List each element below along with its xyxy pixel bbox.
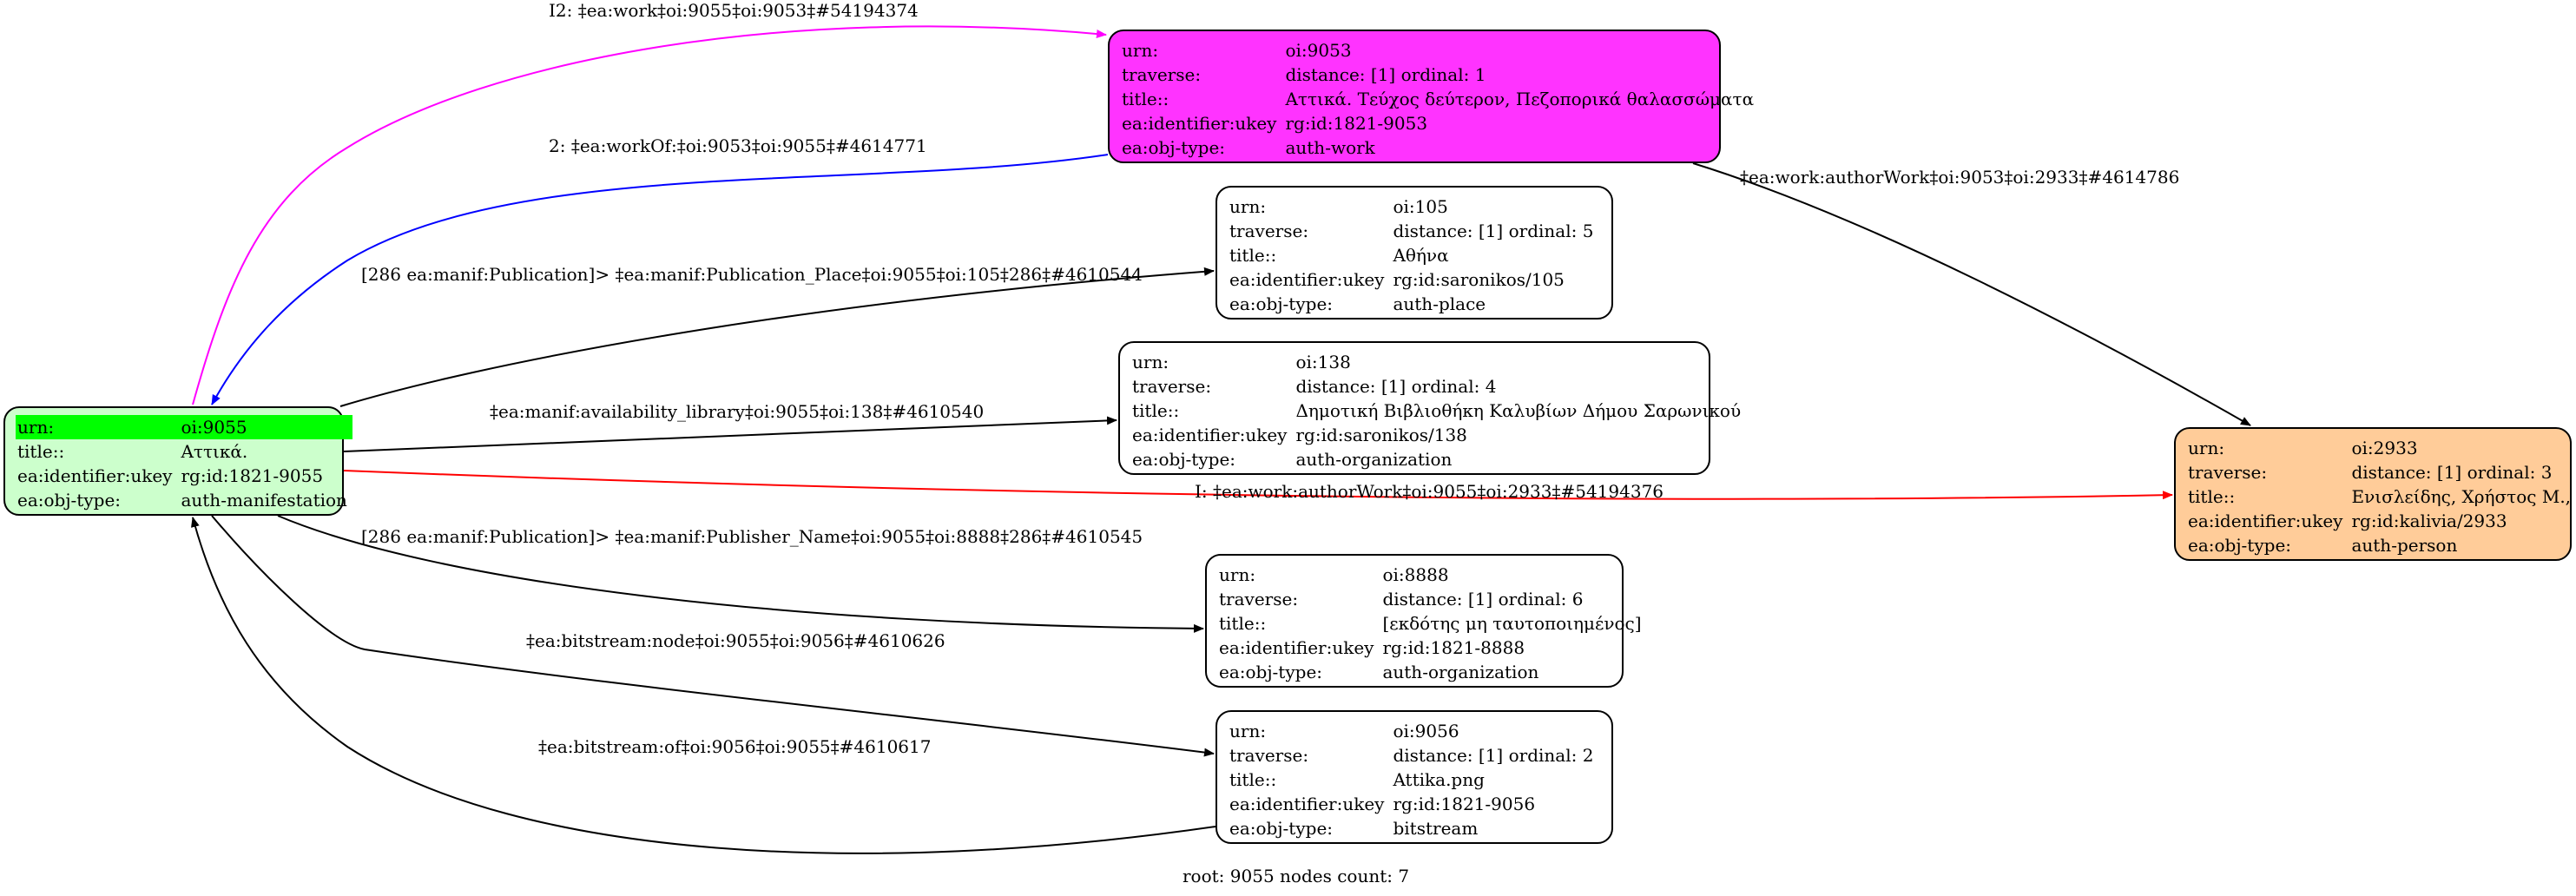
node-value: oi:9053	[1285, 40, 1352, 61]
node-library[interactable]: urn: oi:138 traverse: distance: [1] ordina…	[1118, 341, 1741, 475]
node-key: traverse:	[1122, 64, 1202, 85]
node-key: ea:obj-type:	[1229, 818, 1334, 839]
node-value: distance: [1] ordinal: 1	[1285, 64, 1486, 85]
node-value: Ενισλείδης, Χρήστος Μ.,	[2351, 486, 2572, 507]
node-value: Attika.png	[1393, 769, 1485, 790]
edge-label-bitstream-of: ‡ea:bitstream:of‡oi:9056‡oi:9055‡#461061…	[538, 736, 932, 757]
edge-work-of	[211, 154, 1109, 405]
node-publisher[interactable]: urn: oi:8888 traverse: distance: [1] ordin…	[1205, 554, 1642, 688]
node-place[interactable]: urn: oi:105 traverse: distance: [1] ordina…	[1216, 186, 1613, 320]
node-key: ea:identifier:ukey	[1219, 637, 1374, 658]
node-value: rg:id:kalivia/2933	[2351, 511, 2507, 531]
edge-label-author-work: ‡ea:work:authorWork‡oi:9053‡oi:2933‡#461…	[1740, 167, 2180, 188]
node-value: [εκδότης μη ταυτοποιημένος]	[1382, 613, 1642, 634]
node-value: distance: [1] ordinal: 3	[2351, 462, 2553, 483]
node-value: rg:id:1821-9055	[181, 465, 324, 486]
node-value: rg:id:saronikos/105	[1393, 269, 1565, 290]
node-key: ea:obj-type:	[1229, 293, 1334, 314]
node-key: urn:	[1122, 40, 1159, 61]
node-key: title::	[1132, 400, 1180, 421]
edge-bitstream-node	[211, 515, 1215, 757]
node-value: oi:2933	[2351, 438, 2418, 458]
node-key: traverse:	[1229, 745, 1309, 766]
node-key: urn:	[1229, 721, 1267, 741]
edge-label-work: I2: ‡ea:work‡oi:9055‡oi:9053‡#54194374	[549, 0, 919, 21]
edge-publisher	[277, 515, 1204, 633]
node-value: Αθήνα	[1393, 245, 1449, 266]
node-key: title::	[1229, 245, 1277, 266]
node-bitstream[interactable]: urn: oi:9056 traverse: distance: [1] ordin…	[1216, 710, 1613, 844]
node-key: title::	[2188, 486, 2236, 507]
node-key: ea:obj-type:	[1132, 449, 1236, 470]
node-key: ea:obj-type:	[1122, 137, 1226, 158]
node-key: traverse:	[1219, 589, 1299, 609]
node-value: oi:9055	[179, 415, 352, 439]
node-value: oi:9056	[1393, 721, 1459, 741]
node-key: ea:identifier:ukey	[1132, 425, 1288, 445]
edge-label-availability-library: ‡ea:manif:availability_library‡oi:9055‡o…	[490, 401, 985, 422]
node-key: ea:obj-type:	[1219, 662, 1323, 682]
node-key: ea:obj-type:	[2188, 535, 2292, 556]
node-key: urn:	[2188, 438, 2225, 458]
node-key: traverse:	[1229, 221, 1309, 241]
node-value: oi:138	[1295, 352, 1351, 372]
edge-label-bitstream-node: ‡ea:bitstream:node‡oi:9055‡oi:9056‡#4610…	[526, 630, 945, 651]
node-key: ea:identifier:ukey	[1229, 269, 1385, 290]
node-value: rg:id:saronikos/138	[1295, 425, 1467, 445]
node-key: urn:	[16, 415, 180, 439]
node-value: distance: [1] ordinal: 6	[1382, 589, 1584, 609]
node-key: traverse:	[1132, 376, 1212, 397]
node-value: Αττικά.	[181, 441, 248, 462]
edge-label-work-of: 2: ‡ea:workOf:‡oi:9053‡oi:9055‡#4614771	[549, 135, 927, 156]
edge-author-work	[1692, 162, 2251, 426]
node-value: rg:id:1821-8888	[1382, 637, 1525, 658]
node-value: distance: [1] ordinal: 5	[1393, 221, 1594, 241]
node-key: traverse:	[2188, 462, 2268, 483]
node-key: ea:obj-type:	[17, 490, 122, 511]
node-key: title::	[1229, 769, 1277, 790]
node-value: bitstream	[1393, 818, 1479, 839]
node-value: Δημοτική Βιβλιοθήκη Καλυβίων Δήμου Σαρων…	[1295, 400, 1742, 421]
node-value: auth-manifestation	[181, 490, 347, 511]
node-value: auth-organization	[1295, 449, 1453, 470]
node-key: ea:identifier:ukey	[17, 465, 173, 486]
node-key: title::	[1219, 613, 1267, 634]
node-value: rg:id:1821-9056	[1393, 794, 1536, 814]
edge-availability-library	[343, 416, 1117, 452]
node-value: Αττικά. Τεύχος δεύτερον, Πεζοπορικά θαλα…	[1285, 89, 1755, 109]
edge-publication-place	[339, 267, 1215, 407]
node-value: auth-work	[1285, 137, 1375, 158]
node-value: auth-place	[1393, 293, 1486, 314]
node-value: distance: [1] ordinal: 2	[1393, 745, 1594, 766]
node-key: urn:	[1229, 196, 1267, 217]
edge-bitstream-of	[191, 517, 1216, 854]
node-value: oi:8888	[1382, 564, 1449, 585]
node-key: title::	[1122, 89, 1169, 109]
node-value: rg:id:1821-9053	[1285, 113, 1428, 134]
node-root-manifestation[interactable]: urn:oi:9055 title::Αττικά. ea:identifier…	[3, 406, 352, 516]
graph-footer: root: 9055 nodes count: 7	[1183, 866, 1410, 886]
node-key: title::	[17, 441, 65, 462]
node-value: oi:105	[1393, 196, 1448, 217]
node-key: ea:identifier:ukey	[1122, 113, 1277, 134]
node-key: urn:	[1132, 352, 1169, 372]
node-person[interactable]: urn: oi:2933 traverse: distance: [1] ordin…	[2174, 427, 2572, 561]
edge-label-author-direct: I: ‡ea:work:authorWork‡oi:9055‡oi:2933‡#…	[1195, 481, 1664, 502]
node-value: auth-person	[2351, 535, 2458, 556]
edge-work	[192, 25, 1107, 405]
node-key: ea:identifier:ukey	[2188, 511, 2343, 531]
edge-label-publisher: [286 ea:manif:Publication]> ‡ea:manif:Pu…	[361, 526, 1143, 547]
node-value: distance: [1] ordinal: 4	[1295, 376, 1497, 397]
node-key: urn:	[1219, 564, 1256, 585]
node-key: ea:identifier:ukey	[1229, 794, 1385, 814]
node-value: auth-organization	[1382, 662, 1539, 682]
edge-author-direct	[343, 470, 2173, 500]
edge-label-publication-place: [286 ea:manif:Publication]> ‡ea:manif:Pu…	[361, 264, 1143, 285]
node-work[interactable]: urn: oi:9053 traverse: distance: [1] ordin…	[1108, 30, 1754, 163]
